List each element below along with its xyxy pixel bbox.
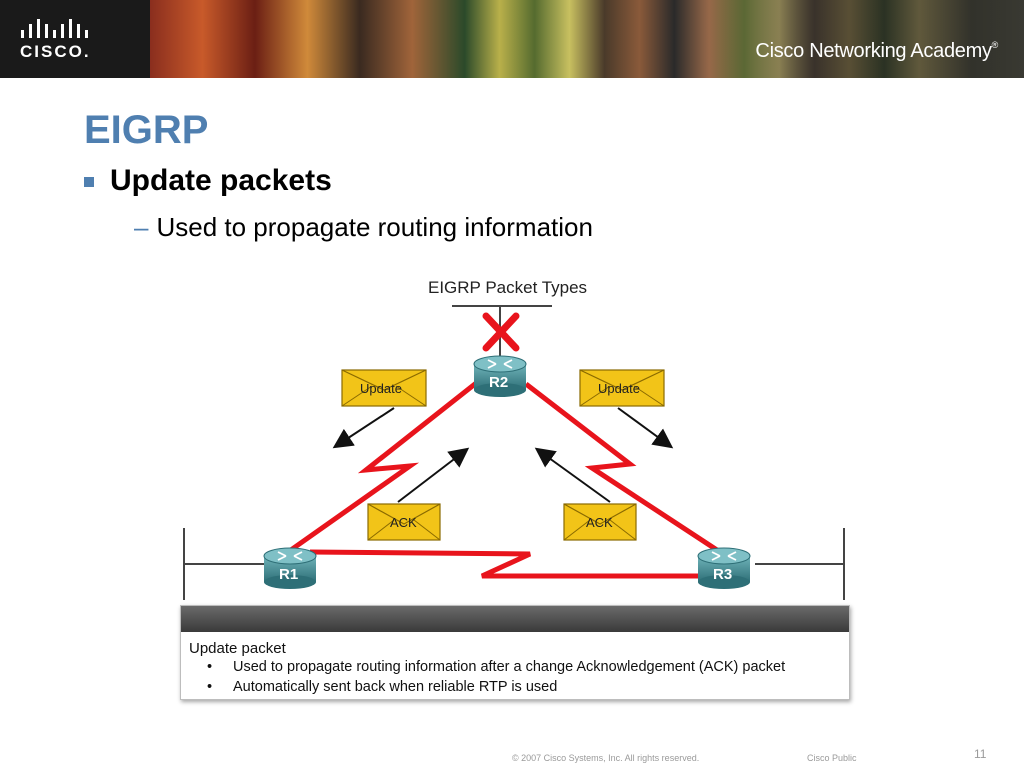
bullet-dot: • — [207, 659, 213, 675]
info-box: Update packet •Used to propagate routing… — [180, 605, 850, 700]
bullet-square-icon — [84, 177, 94, 187]
router-r2-arrows-icon — [487, 359, 513, 369]
envelope-update-left: Update — [341, 369, 427, 407]
info-box-list: •Used to propagate routing information a… — [207, 657, 849, 697]
link-r1-r3 — [309, 549, 702, 579]
page-number: 11 — [974, 747, 987, 761]
router-r1[interactable]: R1 — [263, 547, 317, 589]
envelope-ack-right-label: ACK — [586, 515, 613, 530]
cisco-wordmark: CISCO. — [20, 42, 91, 61]
footer-classification: Cisco Public — [807, 753, 857, 763]
router-r2-label: R2 — [489, 374, 508, 391]
bullet-dot: • — [207, 679, 213, 695]
cisco-bars-icon — [21, 19, 88, 38]
list-item: •Used to propagate routing information a… — [207, 659, 786, 675]
link-r2-r3 — [524, 382, 722, 555]
diagram-title: EIGRP Packet Types — [428, 278, 588, 297]
info-box-header-bar — [181, 606, 849, 632]
networking-academy-label: Cisco Networking Academy® — [755, 40, 999, 62]
info-box-heading: Update packet — [189, 640, 286, 657]
router-r3-label: R3 — [713, 566, 732, 583]
router-r3-arrows-icon — [711, 551, 737, 561]
header-banner: CISCO. Cisco Networking Academy® — [0, 0, 1024, 78]
slide-title: EIGRP — [84, 108, 209, 152]
header-photo-strip — [150, 0, 1024, 78]
link-r1-r2 — [286, 378, 482, 555]
failed-link-x-icon — [482, 312, 520, 352]
arrow-ack-left — [397, 447, 470, 503]
arrow-update-right — [617, 407, 674, 449]
cisco-logo: CISCO. — [0, 0, 150, 78]
bullet-sub: –Used to propagate routing information — [134, 212, 593, 242]
bullet-dash: – — [134, 212, 149, 242]
arrow-update-left — [332, 407, 395, 449]
router-r2[interactable]: R2 — [473, 355, 527, 397]
router-r3[interactable]: R3 — [697, 547, 751, 589]
envelope-update-right-label: Update — [598, 381, 640, 396]
envelope-ack-right: ACK — [563, 503, 637, 541]
arrow-ack-right — [534, 447, 611, 503]
list-item: •Automatically sent back when reliable R… — [207, 679, 558, 695]
footer-copyright: © 2007 Cisco Systems, Inc. All rights re… — [512, 753, 700, 763]
envelope-ack-left: ACK — [367, 503, 441, 541]
registered-mark: ® — [991, 40, 999, 50]
envelope-ack-left-label: ACK — [390, 515, 417, 530]
router-r1-arrows-icon — [277, 551, 303, 561]
eigrp-diagram: Update Update ACK ACK R2 — [183, 305, 845, 600]
bullet-main: Update packets — [84, 164, 332, 198]
router-r1-label: R1 — [279, 566, 298, 583]
envelope-update-right: Update — [579, 369, 665, 407]
envelope-update-left-label: Update — [360, 381, 402, 396]
